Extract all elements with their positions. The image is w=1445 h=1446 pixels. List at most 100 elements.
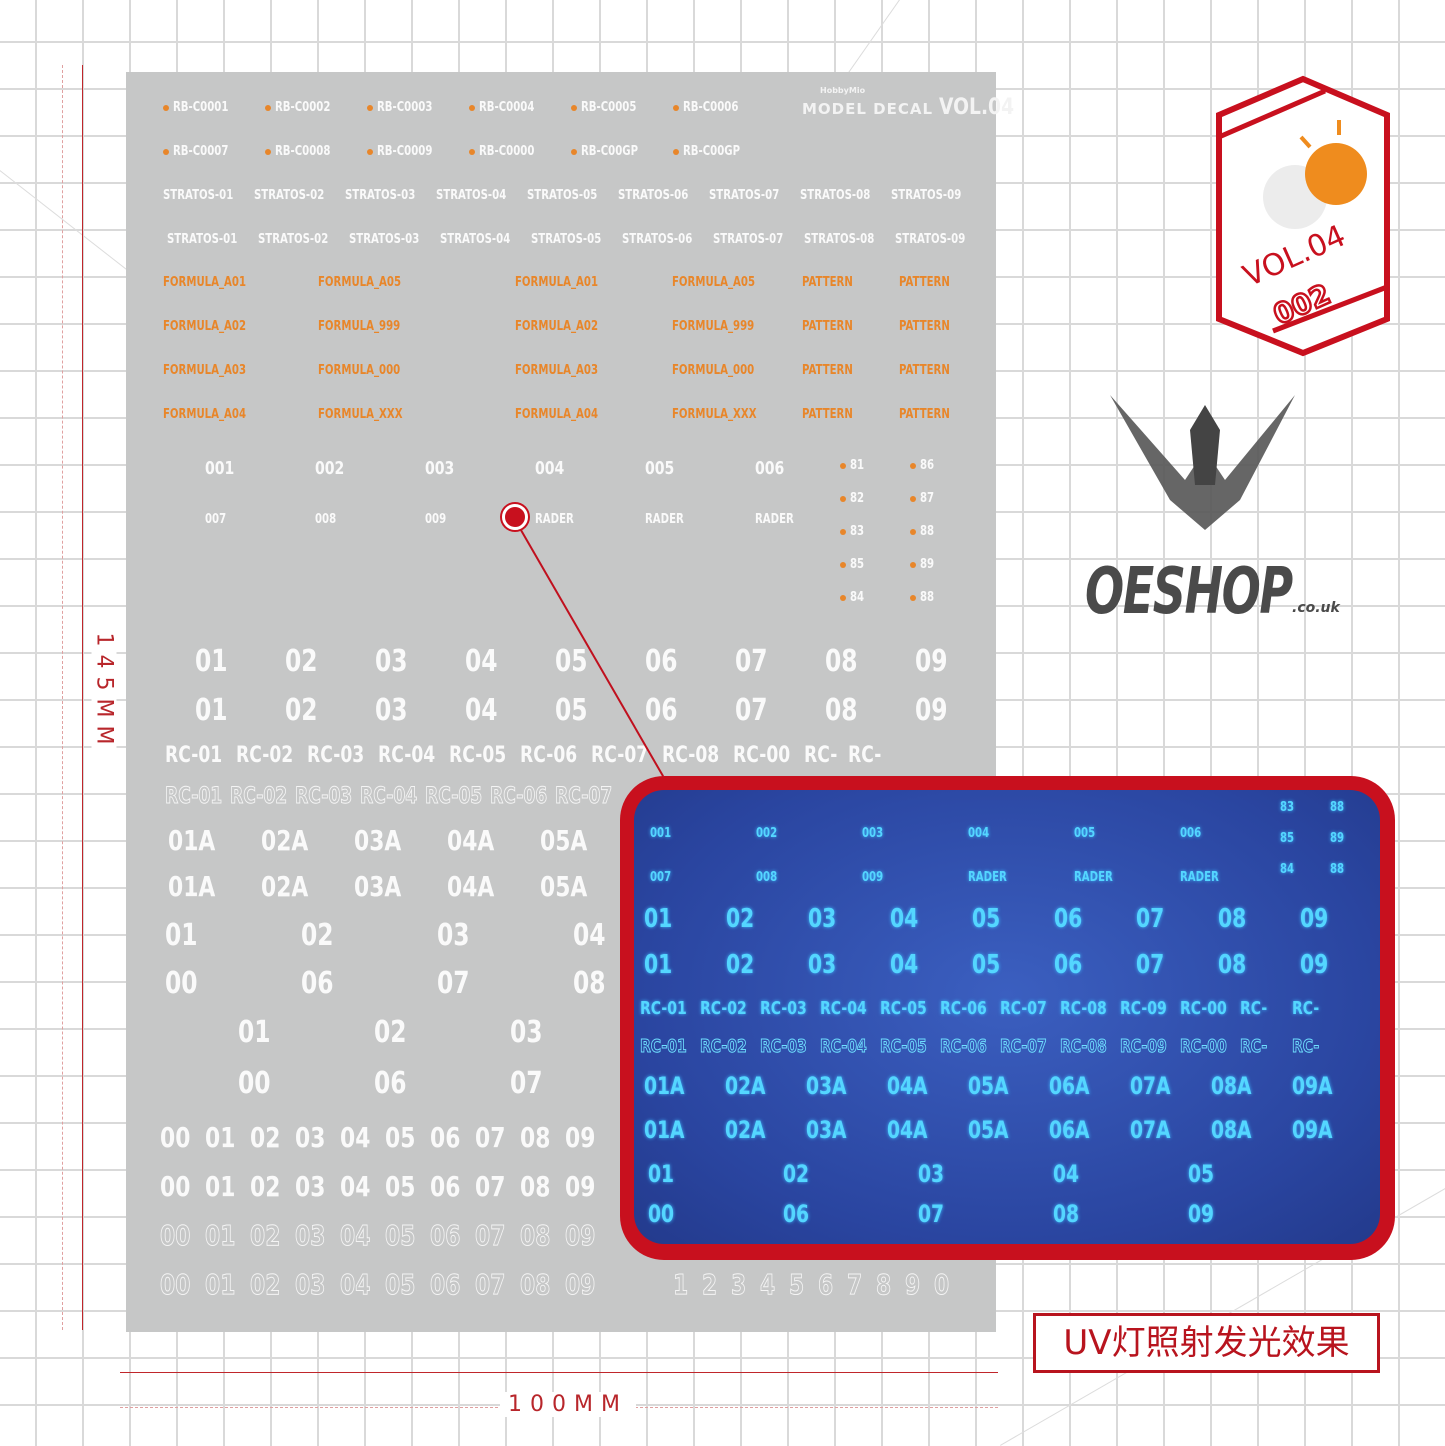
decal-label: 03	[808, 904, 837, 934]
decal-label: 00	[165, 966, 198, 1001]
decal-item: RB-C00GP	[571, 144, 673, 159]
decal-label: STRATOS-02	[258, 232, 329, 247]
decal-label: RB-C0005	[581, 100, 637, 115]
decal-item: 08A	[1211, 1072, 1292, 1100]
decal-item: RB-C0005	[571, 100, 673, 115]
watermark-domain: .co.uk	[1292, 600, 1340, 616]
decal-item: STRATOS-06	[618, 188, 709, 203]
decal-item: 08	[825, 644, 915, 679]
decal-label: 07	[437, 966, 470, 1001]
decal-label: PATTERN	[802, 363, 853, 378]
decal-label: 05	[972, 950, 1001, 980]
decal-item: FORMULA_999	[318, 319, 515, 334]
decal-item: RC-07	[1000, 1036, 1060, 1058]
decal-item: RB-C0003	[367, 100, 469, 115]
decal-label: 04	[1053, 1160, 1080, 1188]
decal-label: 02	[285, 693, 318, 728]
decal-item: 008	[756, 870, 862, 885]
decal-dot-icon	[910, 462, 916, 469]
decal-item: 03A	[806, 1072, 887, 1100]
decal-label: 002	[315, 458, 345, 479]
decal-item: 07	[1136, 950, 1218, 980]
decal-item: FORMULA_XXX	[318, 407, 515, 422]
decal-label: 01A	[644, 1116, 685, 1144]
decal-item: 03	[295, 1268, 340, 1302]
decal-item: 05	[972, 904, 1054, 934]
decal-label: 07	[475, 1219, 506, 1253]
callout-pin-icon	[502, 504, 528, 530]
decal-item: 01	[205, 1268, 250, 1302]
width-dimension-line	[120, 1372, 998, 1373]
decal-item: 9	[905, 1268, 934, 1302]
decal-dot-icon	[163, 148, 169, 155]
decal-item: FORMULA_A03	[163, 363, 318, 378]
decal-item: FORMULA_999	[672, 319, 802, 334]
decal-label: 01	[205, 1121, 236, 1154]
decal-item: RB-C0007	[163, 144, 265, 159]
decal-label: 03	[510, 1015, 543, 1050]
decal-label: RC-04	[820, 1036, 868, 1058]
decal-label: 1	[673, 1268, 689, 1302]
decal-label: 06	[430, 1170, 461, 1203]
decal-item: RC-08	[1060, 998, 1120, 1019]
decal-label: STRATOS-06	[618, 188, 689, 203]
decal-label: 03	[437, 918, 470, 953]
decal-item: 01	[195, 693, 285, 728]
decal-label: RB-C00GP	[581, 144, 639, 159]
decal-item: 02A	[725, 1072, 806, 1100]
decal-label: PATTERN	[802, 319, 853, 334]
decal-item: RC-01	[640, 1036, 700, 1058]
decal-item: STRATOS-08	[800, 188, 891, 203]
decal-label: 06	[1054, 904, 1083, 934]
decal-label: 009	[862, 870, 884, 885]
decal-dot-icon	[910, 594, 916, 601]
decal-item: 89	[1330, 831, 1380, 846]
decal-item: 0	[934, 1268, 963, 1302]
decal-item: 03	[375, 644, 465, 679]
decal-item: PATTERN	[802, 363, 899, 378]
decal-item: 02	[250, 1170, 295, 1203]
decal-item: FORMULA_A02	[163, 319, 318, 334]
decal-item: STRATOS-06	[618, 232, 709, 247]
decal-item: RADER	[1180, 870, 1286, 885]
decal-label: 04A	[447, 870, 495, 903]
decal-label: FORMULA_A01	[515, 275, 599, 290]
sun-icon	[1305, 143, 1367, 205]
decal-label: 04	[573, 918, 606, 953]
decal-item: FORMULA_A02	[515, 319, 672, 334]
decal-label: 02A	[261, 824, 309, 857]
decal-label: FORMULA_000	[318, 363, 401, 378]
decal-label: 00	[160, 1121, 191, 1154]
decal-item: 07A	[1130, 1116, 1211, 1144]
decal-item: 00	[160, 1170, 205, 1203]
decal-label: RC-01	[640, 998, 687, 1019]
decal-item: FORMULA_000	[318, 363, 515, 378]
decal-label: 01	[205, 1268, 236, 1302]
decal-label: 04	[890, 950, 919, 980]
decal-item: 01	[195, 644, 285, 679]
decal-label: PATTERN	[899, 275, 950, 290]
decal-label: 8	[876, 1268, 892, 1302]
decal-label: 02	[374, 1015, 407, 1050]
decal-label: 08	[825, 644, 858, 679]
decal-dot-icon	[840, 495, 846, 502]
decal-label: 84	[1280, 862, 1295, 877]
decal-label: RB-C0003	[377, 100, 433, 115]
decal-label: STRATOS-01	[167, 232, 238, 247]
decal-dot-icon	[840, 594, 846, 601]
decal-label: 00	[648, 1200, 675, 1228]
decal-item: 84	[1280, 862, 1330, 877]
decal-item: STRATOS-09	[891, 232, 982, 247]
decal-label: 08A	[1211, 1116, 1252, 1144]
decal-item: 09	[915, 693, 1005, 728]
decal-item: 03	[295, 1121, 340, 1154]
decal-item: RB-C0009	[367, 144, 469, 159]
decal-item: 07	[475, 1170, 520, 1203]
decal-label: 01	[195, 693, 228, 728]
decal-item: RC-02	[700, 1036, 760, 1058]
decal-item: RC-04	[378, 743, 449, 768]
decal-item: RC-04	[820, 1036, 880, 1058]
decal-label: 004	[535, 458, 565, 479]
